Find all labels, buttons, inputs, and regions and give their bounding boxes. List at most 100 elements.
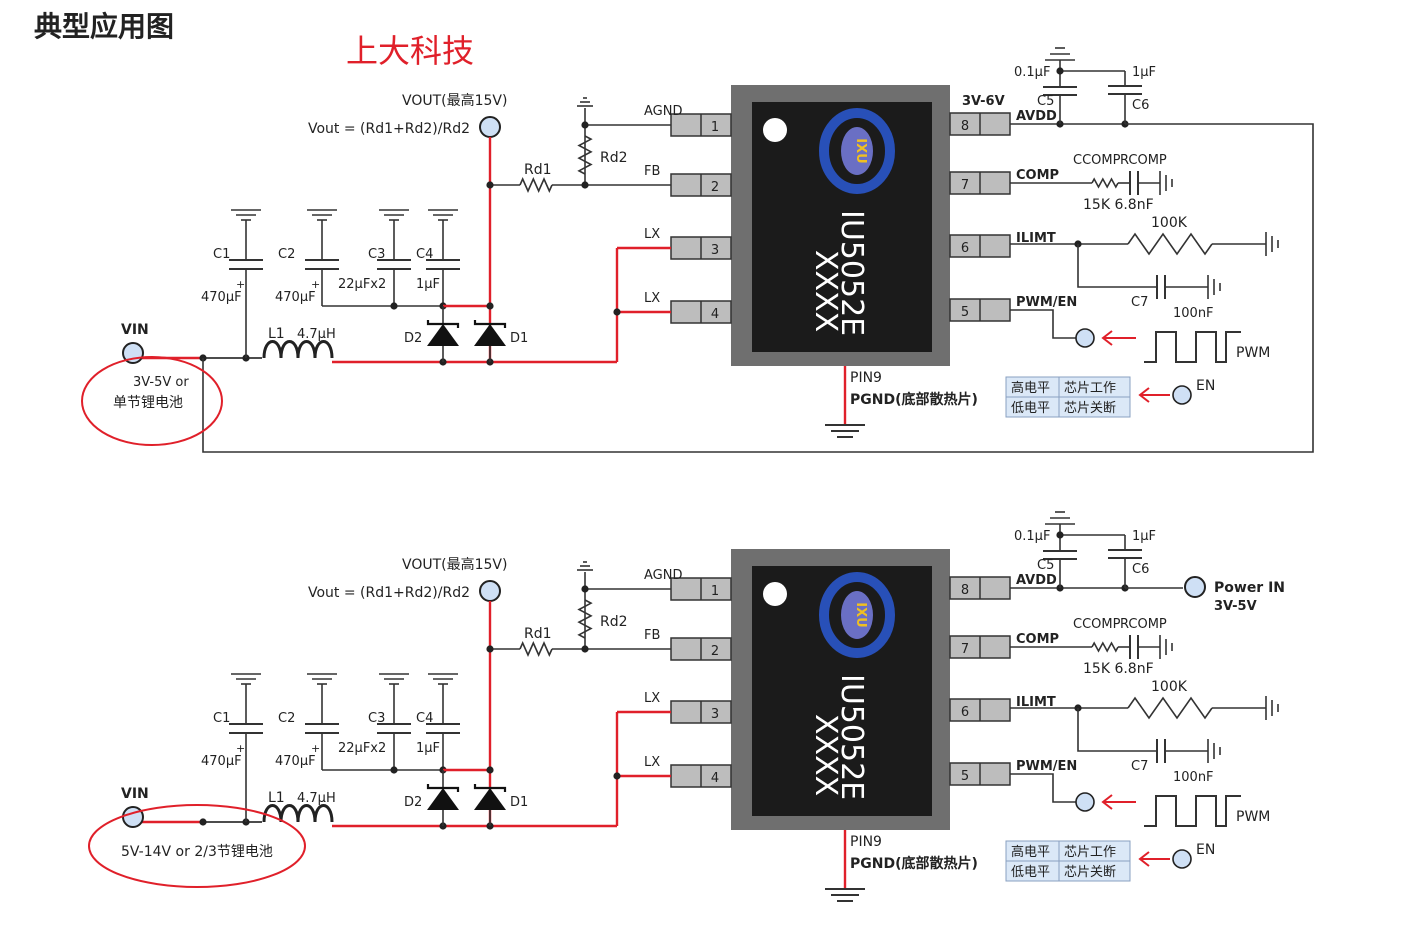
en-arrow bbox=[1138, 851, 1150, 867]
pwm-wire bbox=[1010, 309, 1076, 339]
pin9-label: PIN9 bbox=[850, 370, 882, 386]
junction-dot bbox=[581, 121, 589, 129]
c4-label: C4 bbox=[416, 711, 433, 726]
pin-number: 3 bbox=[711, 243, 719, 258]
rd1-label: Rd1 bbox=[524, 626, 552, 642]
c2-polarity: + bbox=[311, 278, 320, 291]
rd1-label: Rd1 bbox=[524, 162, 552, 178]
d1-diode bbox=[473, 320, 507, 328]
en-terminal bbox=[1172, 849, 1192, 869]
pin-label: LX bbox=[644, 227, 660, 242]
l1-label: L1 bbox=[268, 326, 285, 342]
pin-number: 5 bbox=[961, 769, 969, 784]
junction-dot bbox=[486, 645, 494, 653]
c7-value: 100nF bbox=[1173, 770, 1214, 785]
rcomp-label: RCOMP bbox=[1120, 153, 1167, 168]
pin-label: LX bbox=[644, 691, 660, 706]
c5-value: 0.1μF bbox=[1014, 65, 1050, 80]
chip-logo-text: IXU bbox=[853, 602, 868, 627]
pwm-label: PWM bbox=[1236, 345, 1270, 361]
c1-label: C1 bbox=[213, 711, 230, 726]
rcomp-resistor bbox=[1091, 177, 1119, 189]
c2-polarity: + bbox=[311, 742, 320, 755]
en-label: EN bbox=[1196, 378, 1215, 394]
vin-terminal bbox=[122, 806, 144, 828]
d2-diode bbox=[427, 324, 459, 346]
c4-value: 1μF bbox=[416, 741, 440, 756]
pwm-label: PWM bbox=[1236, 809, 1270, 825]
rd2-resistor bbox=[577, 135, 593, 175]
ilimt-resistor-value: 100K bbox=[1151, 679, 1188, 695]
pin-label: AGND bbox=[644, 104, 682, 119]
pin-label: FB bbox=[644, 164, 660, 179]
pin-label: FB bbox=[644, 628, 660, 643]
pgnd-label: PGND(底部散热片) bbox=[850, 855, 978, 872]
c2-label: C2 bbox=[278, 711, 295, 726]
pin-number: 3 bbox=[711, 707, 719, 722]
c6-label: C6 bbox=[1132, 562, 1149, 577]
vout-formula: Vout = (Rd1+Rd2)/Rd2 bbox=[308, 121, 470, 137]
pin-label: PWM/EN bbox=[1016, 295, 1077, 310]
c7-label: C7 bbox=[1131, 295, 1148, 310]
pin-number: 7 bbox=[961, 642, 969, 657]
c1-polarity: + bbox=[236, 742, 245, 755]
junction-dot bbox=[581, 645, 589, 653]
c3-value: 22μFx2 bbox=[338, 741, 386, 756]
pin-label: COMP bbox=[1016, 168, 1059, 183]
vin-annotation-ellipse bbox=[81, 356, 223, 446]
vout-terminal bbox=[479, 116, 501, 138]
pin-number: 8 bbox=[961, 119, 969, 134]
chip-date-code: XXXX bbox=[808, 714, 843, 796]
pwm-waveform bbox=[1144, 331, 1241, 363]
pin-number: 5 bbox=[961, 305, 969, 320]
junction-dot bbox=[486, 181, 494, 189]
pgnd-label: PGND(底部散热片) bbox=[850, 391, 978, 408]
ccomp-label: CCOMP bbox=[1073, 153, 1121, 168]
c6-value: 1μF bbox=[1132, 529, 1156, 544]
pin-label: ILIMT bbox=[1016, 695, 1056, 710]
c7-value: 100nF bbox=[1173, 306, 1214, 321]
d2-diode bbox=[426, 784, 460, 792]
c2-value: 470μF bbox=[275, 754, 316, 769]
vout-formula: Vout = (Rd1+Rd2)/Rd2 bbox=[308, 585, 470, 601]
d2-diode bbox=[427, 788, 459, 810]
en-table-cell: 芯片关断 bbox=[1064, 401, 1116, 416]
l1-value: 4.7μH bbox=[297, 791, 336, 806]
chip-date-code: XXXX bbox=[808, 250, 843, 332]
rd2-resistor bbox=[577, 599, 593, 639]
circuit-1: IXUIU5052EXXXX1AGND2FB3LX4LX8AVDD7COMP6I… bbox=[81, 47, 1314, 453]
c7-label: C7 bbox=[1131, 759, 1148, 774]
junction-dot bbox=[486, 302, 494, 310]
en-terminal bbox=[1172, 385, 1192, 405]
chip-logo-text: IXU bbox=[853, 138, 868, 163]
pin-label: PWM/EN bbox=[1016, 759, 1077, 774]
pin-label: AGND bbox=[644, 568, 682, 583]
vin-annotation-ellipse bbox=[88, 804, 306, 888]
pin-number: 4 bbox=[711, 771, 719, 786]
rcomp-label: RCOMP bbox=[1120, 617, 1167, 632]
chip-logo bbox=[819, 108, 895, 194]
d1-diode bbox=[474, 324, 506, 346]
page-title: 典型应用图 bbox=[34, 10, 174, 43]
l1-inductor bbox=[262, 340, 334, 359]
en-table-cell: 芯片工作 bbox=[1064, 381, 1116, 396]
pin-label: AVDD bbox=[1016, 573, 1057, 588]
l1-value: 4.7μH bbox=[297, 327, 336, 342]
power-in-terminal bbox=[1184, 576, 1206, 598]
c1-value: 470μF bbox=[201, 290, 242, 305]
pin-label: LX bbox=[644, 755, 660, 770]
rd2-label: Rd2 bbox=[600, 614, 628, 630]
circuit-2: IXUIU5052EXXXX1AGND2FB3LX4LX8AVDD7COMP6I… bbox=[88, 511, 1285, 902]
rd1-resistor bbox=[519, 177, 553, 193]
vin-label: VIN bbox=[121, 322, 149, 338]
pin-number: 7 bbox=[961, 178, 969, 193]
chip-logo bbox=[819, 572, 895, 658]
c5-value: 0.1μF bbox=[1014, 529, 1050, 544]
vout-label: VOUT(最高15V) bbox=[402, 92, 507, 109]
c7-wire bbox=[1077, 244, 1157, 288]
c3-label: C3 bbox=[368, 247, 385, 262]
c1-value: 470μF bbox=[201, 754, 242, 769]
pin-number: 6 bbox=[961, 705, 969, 720]
pin-number: 8 bbox=[961, 583, 969, 598]
